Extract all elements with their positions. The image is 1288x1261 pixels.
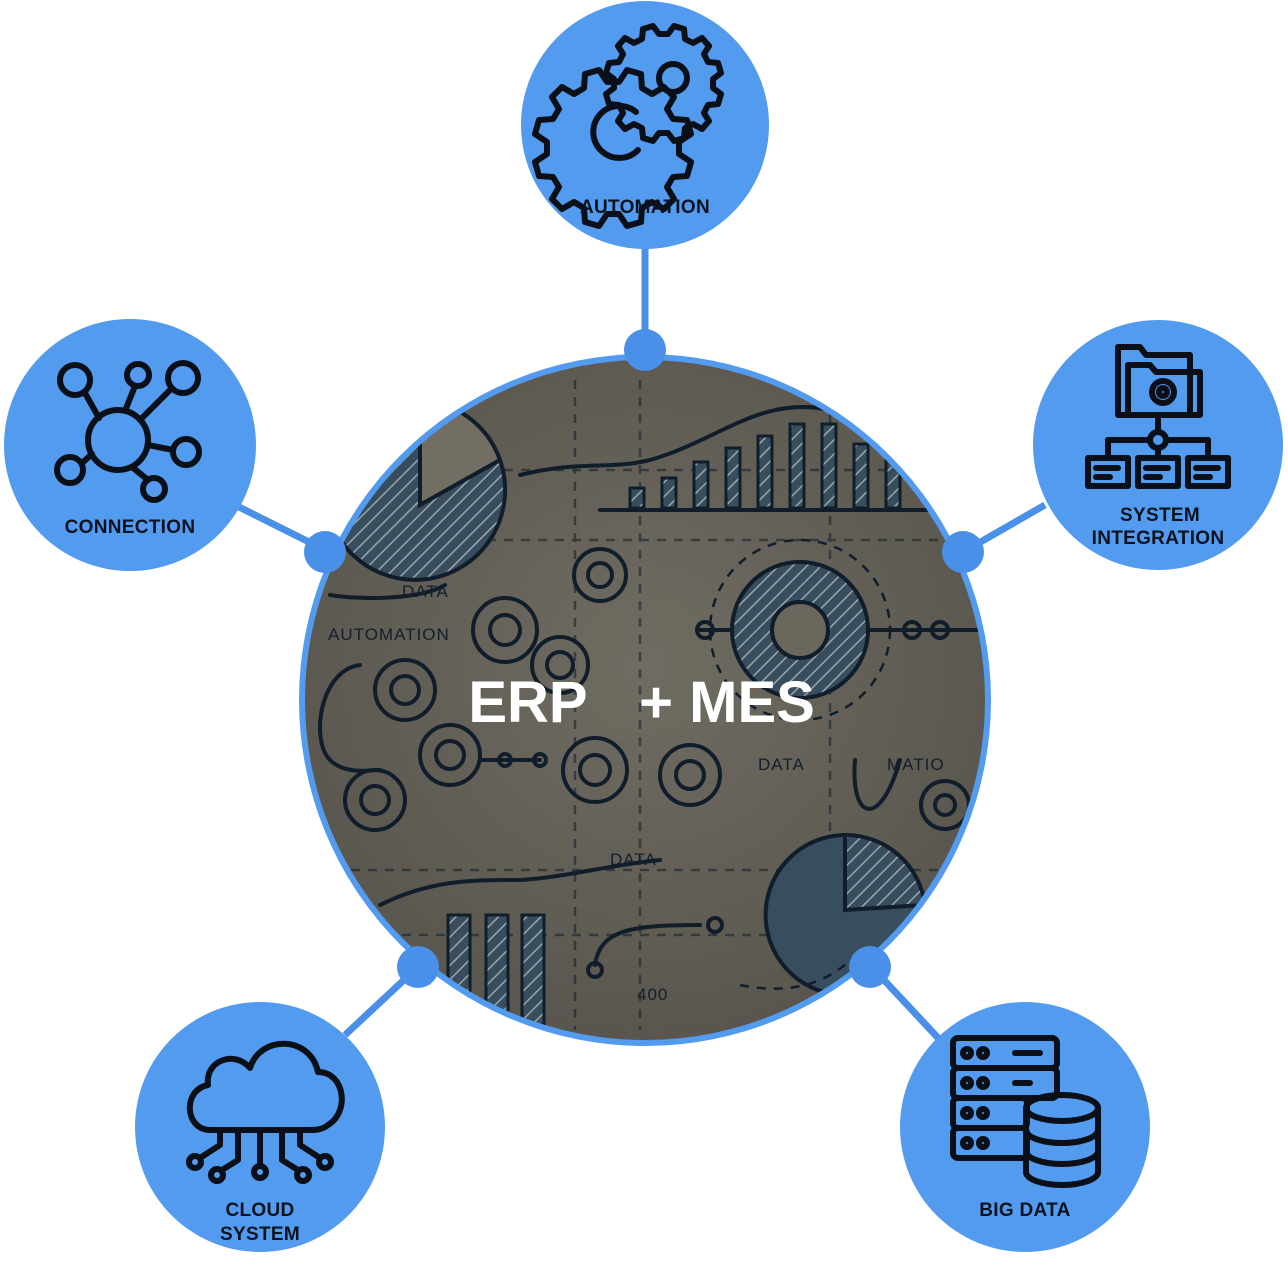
node-system-integration[interactable]: SYSTEM INTEGRATION bbox=[1033, 320, 1283, 570]
node-cloud-system-label-2: SYSTEM bbox=[220, 1224, 300, 1245]
node-big-data[interactable]: BIG DATA bbox=[900, 1002, 1150, 1252]
node-connection-label: CONNECTION bbox=[65, 517, 196, 538]
folder-hierarchy-icon bbox=[1085, 344, 1231, 489]
node-automation[interactable]: AUTOMATION bbox=[521, 1, 769, 249]
sketch-gears bbox=[318, 547, 971, 832]
center-circle: DATA AUTOMATION DATA MATIO DATA 400 ERP … bbox=[299, 354, 991, 1046]
dot-automation bbox=[624, 329, 666, 371]
node-system-integration-label-1: SYSTEM bbox=[1120, 505, 1200, 526]
sketch-word-automation: AUTOMATION bbox=[328, 625, 450, 644]
dot-cloud-system bbox=[397, 946, 439, 988]
sketch-word-matio: MATIO bbox=[887, 755, 945, 774]
dot-connection bbox=[304, 531, 346, 573]
node-connection[interactable]: CONNECTION bbox=[4, 319, 256, 571]
gears-icon bbox=[532, 23, 724, 229]
cloud-circuit-icon bbox=[186, 1040, 345, 1184]
center-title-mes: + MES bbox=[639, 670, 815, 735]
node-big-data-label: BIG DATA bbox=[979, 1200, 1070, 1221]
dot-big-data bbox=[849, 946, 891, 988]
node-cloud-system[interactable]: CLOUD SYSTEM bbox=[135, 1002, 385, 1252]
node-system-integration-label-2: INTEGRATION bbox=[1092, 528, 1225, 549]
sketch-donut-right bbox=[695, 538, 985, 722]
server-database-icon bbox=[950, 1035, 1101, 1188]
center-title-erp: ERP bbox=[468, 670, 587, 735]
dot-system-integration bbox=[942, 531, 984, 573]
sketch-word-data-1: DATA bbox=[402, 582, 449, 601]
node-automation-label: AUTOMATION bbox=[580, 197, 710, 218]
sketch-word-data-2: DATA bbox=[758, 755, 805, 774]
sketch-word-data-3: DATA bbox=[610, 850, 657, 869]
network-hub-icon bbox=[54, 360, 202, 503]
sketch-word-400: 400 bbox=[637, 985, 668, 1004]
node-cloud-system-label-1: CLOUD bbox=[225, 1200, 294, 1221]
sketch-background: DATA AUTOMATION DATA MATIO DATA 400 bbox=[305, 360, 985, 1040]
connector-dots bbox=[304, 329, 984, 988]
